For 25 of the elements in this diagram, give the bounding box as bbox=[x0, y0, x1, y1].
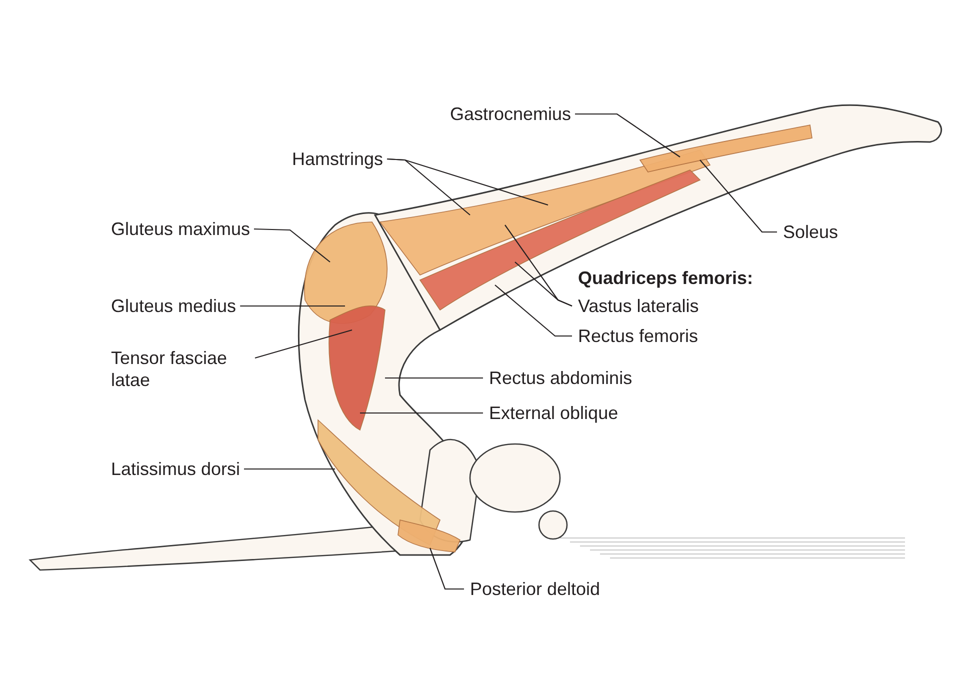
leader-line bbox=[254, 329, 352, 359]
muscle-label: Latissimus dorsi bbox=[111, 458, 240, 480]
muscle-label: Tensor fasciae latae bbox=[111, 347, 251, 391]
leader-line bbox=[429, 548, 464, 590]
leader-line bbox=[575, 113, 680, 158]
leader-line bbox=[240, 305, 345, 307]
leader-line bbox=[385, 377, 483, 379]
leader-line bbox=[360, 412, 483, 414]
leader-line bbox=[254, 228, 330, 262]
leader-line bbox=[244, 468, 335, 470]
leader-line bbox=[514, 262, 572, 306]
muscle-label: Gluteus maximus bbox=[111, 218, 250, 240]
leader-line bbox=[700, 160, 777, 233]
muscle-label: Rectus abdominis bbox=[489, 367, 632, 389]
leader-line bbox=[494, 284, 572, 337]
muscle-label: Hamstrings bbox=[292, 148, 384, 170]
muscle-label: Vastus lateralis bbox=[578, 295, 699, 317]
muscle-label: Soleus bbox=[783, 221, 838, 243]
muscle-label: Gastrocnemius bbox=[450, 103, 572, 125]
muscle-label: Rectus femoris bbox=[578, 325, 698, 347]
leader-line bbox=[386, 158, 548, 206]
muscle-label: Posterior deltoid bbox=[470, 578, 600, 600]
group-heading: Quadriceps femoris: bbox=[578, 267, 754, 289]
muscle-label: External oblique bbox=[489, 402, 618, 424]
muscle-label: Gluteus medius bbox=[111, 295, 236, 317]
